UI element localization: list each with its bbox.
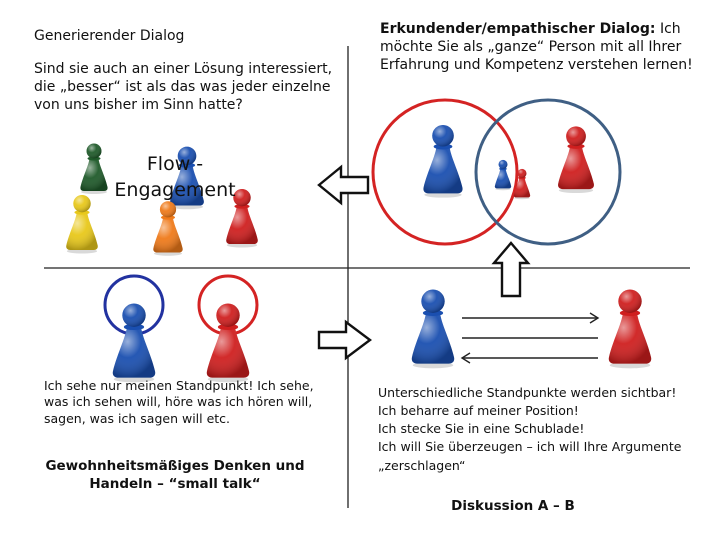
pawn-head-shine (233, 188, 251, 207)
exploring-dialog-title: Erkundender/empathischer Dialog: (380, 21, 656, 37)
discussion-line: Ich stecke Sie in eine Schublade! (378, 421, 585, 437)
pawn-head-shine (159, 201, 177, 218)
hollow-arrow-right (317, 319, 372, 361)
pawn-head-shine (177, 146, 197, 166)
pawn-dark-green (80, 143, 108, 194)
pawn-head-shine (517, 168, 527, 178)
pawn-orange (153, 201, 183, 256)
pawn-head-shine (618, 289, 642, 313)
pawn-body-shine (112, 326, 156, 378)
pawn-body-shine (411, 312, 455, 364)
pawn-body-shine (206, 326, 250, 378)
pawn-head-shine (498, 159, 508, 169)
own-standpoint-text: Ich sehe nur meinen Standpunkt! Ich sehe… (44, 378, 314, 426)
discussion-line: Unterschiedliche Standpunkte werden sich… (378, 385, 677, 400)
small-talk-footer: Gewohnheitsmäßiges Denken und Handeln – … (45, 458, 305, 492)
pawn-head-shine (73, 194, 91, 213)
slate-ring-top-right (474, 98, 622, 246)
pawn-body-shine (558, 145, 594, 190)
discussion-text: Unterschiedliche Standpunkte werden sich… (378, 384, 708, 475)
pawn-shadow (170, 204, 204, 210)
pawn-shadow (424, 191, 462, 198)
flow-engagement-label: Flow - Engagement (114, 153, 236, 201)
pawn-red-in-slate-ring (558, 126, 594, 194)
hollow-arrow-up (491, 241, 531, 298)
pawn-head-shine (432, 124, 454, 147)
pawn-body-shine (153, 216, 183, 253)
opposing-arrows (460, 312, 600, 364)
pawn-small-red (513, 168, 531, 200)
pawn-shadow (66, 248, 98, 254)
discussion-footer: Diskussion A – B (451, 498, 575, 514)
pawn-body-shine (423, 145, 463, 194)
generating-dialog-title: Generierender Dialog (34, 28, 185, 44)
exploring-dialog-text: Erkundender/empathischer Dialog: Ich möc… (380, 20, 710, 75)
pawn-blue-in-red-ring (423, 124, 463, 198)
pawn-head-shine (421, 289, 445, 313)
pawn-blue-bottom-left (112, 303, 156, 383)
discussion-line: Ich will Sie überzeugen – ich will Ihre … (378, 439, 682, 473)
discussion-line: Ich beharre auf meiner Position! (378, 403, 579, 419)
pawn-blue-top-left (170, 146, 204, 210)
pawn-shadow (226, 242, 258, 248)
pawn-body-shine (494, 168, 512, 189)
pawn-shadow (495, 187, 511, 191)
generating-dialog-question: Sind sie auch an einer Lösung interessie… (34, 61, 333, 114)
pawn-body-shine (226, 205, 258, 245)
pawn-body-shine (80, 158, 108, 191)
pawn-head-shine (216, 303, 240, 327)
exploring-dialog-body: Ich möchte Sie als „ganze“ Person mit al… (380, 21, 693, 74)
red-ring-top-right (371, 98, 519, 246)
pawn-head-shine (566, 126, 586, 147)
pawn-shadow (153, 251, 183, 256)
pawn-yellow (66, 194, 98, 254)
pawn-shadow (514, 196, 530, 200)
pawn-body-shine (66, 211, 98, 251)
pawn-red-bottom-right (608, 289, 652, 369)
pawn-body-shine (513, 177, 531, 198)
pawn-small-blue (494, 159, 512, 191)
hollow-arrow-left (317, 164, 370, 206)
pawn-blue-bottom-right (411, 289, 455, 369)
pawn-body-shine (608, 312, 652, 364)
pawn-red-bottom-left (206, 303, 250, 383)
pawn-red-top-left (226, 188, 258, 248)
pawn-head-shine (122, 303, 146, 327)
pawn-body-shine (170, 164, 204, 206)
pawn-head-shine (86, 143, 102, 159)
